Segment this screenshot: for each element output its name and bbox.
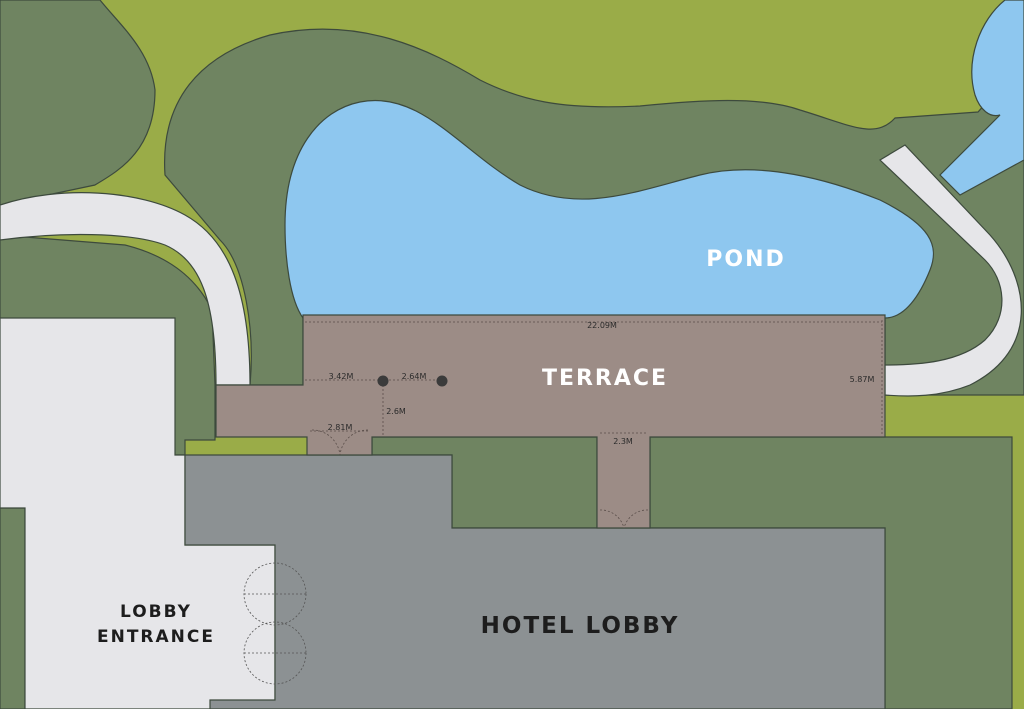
lobby-entrance-label-line1: LOBBY [120,602,192,622]
pond-main [284,99,934,319]
terrace-label: TERRACE [542,366,668,391]
revolving-doors [243,562,307,685]
pillar-2 [436,375,448,387]
pond-label: POND [706,247,786,272]
dimension-pillar-spacing: 2.64M [402,372,427,381]
dimension-terrace-length: 22.09M [587,321,617,330]
terrace-doors [311,429,649,529]
dimension-left-door-width: 2.81M [328,423,353,432]
pond-upper-right [939,0,1024,196]
hotel-lobby-label: HOTEL LOBBY [481,613,680,639]
dimension-pillar-depth: 2.6M [386,407,406,416]
dimension-pillar-offset: 3.42M [329,372,354,381]
walkway-right [879,144,1022,397]
garden-left-strip [0,507,26,709]
dimension-terrace-depth: 5.87M [850,375,875,384]
pillar-1 [377,375,389,387]
lobby-entrance-label-line2: ENTRANCE [97,627,215,647]
garden-top-left [0,0,156,206]
terrace-area [215,314,886,529]
hotel-lobby-area [184,454,886,709]
dimension-corridor-width: 2.3M [613,437,633,446]
